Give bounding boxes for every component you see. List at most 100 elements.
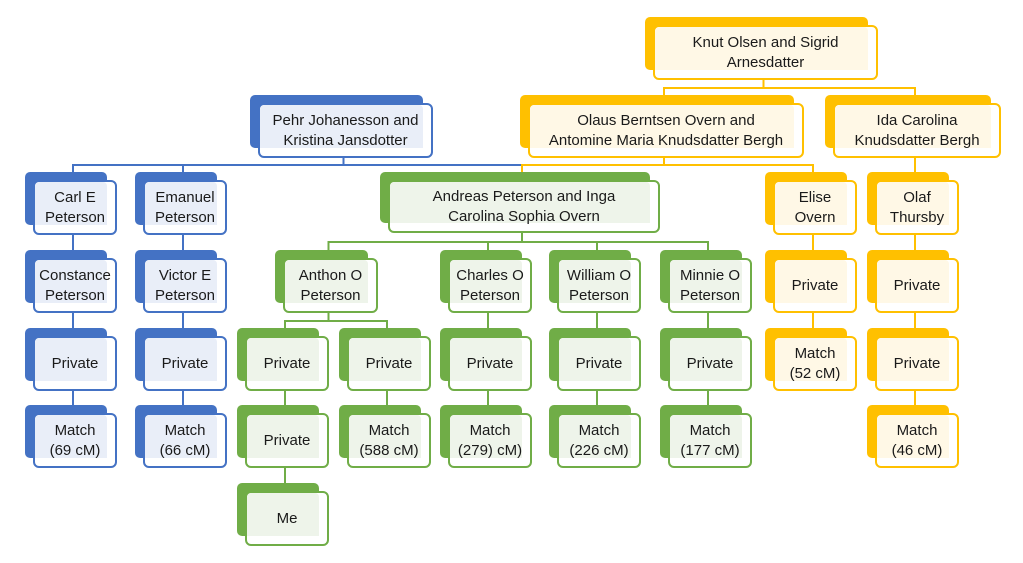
person-node-charles[interactable]: Charles O Peterson: [440, 250, 532, 313]
node-label: Me: [276, 509, 298, 527]
node-tint: [835, 105, 991, 148]
node-box: Private: [143, 336, 227, 391]
person-node-victor-p1[interactable]: Private: [135, 328, 227, 391]
node-tint: [145, 260, 217, 303]
person-node-olaf-match[interactable]: Match (46 cM): [867, 405, 959, 468]
node-tint: [35, 260, 107, 303]
node-label: William O Peterson: [566, 266, 632, 304]
person-node-olaf-p2[interactable]: Private: [867, 328, 959, 391]
node-tint: [450, 415, 522, 458]
person-node-victor[interactable]: Victor E Peterson: [135, 250, 227, 313]
person-node-william[interactable]: William O Peterson: [549, 250, 641, 313]
person-node-me[interactable]: Me: [237, 483, 329, 546]
node-box: Private: [557, 336, 641, 391]
node-label: Private: [686, 354, 734, 372]
node-label: Private: [893, 276, 941, 294]
person-node-andreas[interactable]: Andreas Peterson and Inga Carolina Sophi…: [380, 172, 660, 233]
node-label: Knut Olsen and Sigrid Arnesdatter: [692, 33, 839, 71]
node-tint: [877, 182, 949, 225]
person-node-william-p1[interactable]: Private: [549, 328, 641, 391]
node-label: Private: [263, 431, 311, 449]
person-node-elise-p1[interactable]: Private: [765, 250, 857, 313]
connector-pehr-emanuel: [182, 158, 345, 172]
node-tint: [775, 260, 847, 303]
connector-olaus-elise: [663, 158, 814, 172]
node-tint: [655, 27, 868, 70]
person-node-victor-match[interactable]: Match (66 cM): [135, 405, 227, 468]
node-label: Match (52 cM): [789, 344, 841, 382]
person-node-charles-p1[interactable]: Private: [440, 328, 532, 391]
person-node-knut[interactable]: Knut Olsen and Sigrid Arnesdatter: [645, 17, 878, 80]
person-node-constance[interactable]: Constance Peterson: [25, 250, 117, 313]
node-label: Carl E Peterson: [44, 188, 106, 226]
node-tint: [775, 182, 847, 225]
person-node-william-match[interactable]: Match (226 cM): [549, 405, 641, 468]
person-node-carl[interactable]: Carl E Peterson: [25, 172, 117, 235]
node-box: Andreas Peterson and Inga Carolina Sophi…: [388, 180, 660, 233]
node-box: Match (226 cM): [557, 413, 641, 468]
node-box: Private: [668, 336, 752, 391]
person-node-anthon-match[interactable]: Match (588 cM): [339, 405, 431, 468]
node-label: Elise Overn: [794, 188, 836, 226]
node-label: Private: [51, 354, 99, 372]
node-box: Match (52 cM): [773, 336, 857, 391]
connector-knut-ida: [762, 80, 916, 95]
node-box: Olaus Berntsen Overn and Antomine Maria …: [528, 103, 804, 158]
node-box: Victor E Peterson: [143, 258, 227, 313]
person-node-olaf-p1[interactable]: Private: [867, 250, 959, 313]
node-box: Match (46 cM): [875, 413, 959, 468]
node-tint: [35, 415, 107, 458]
node-tint: [145, 338, 217, 381]
node-tint: [145, 182, 217, 225]
person-node-minnie-match[interactable]: Match (177 cM): [660, 405, 752, 468]
person-node-ida[interactable]: Ida Carolina Knudsdatter Bergh: [825, 95, 1001, 158]
node-box: Charles O Peterson: [448, 258, 532, 313]
person-node-charles-match[interactable]: Match (279) cM): [440, 405, 532, 468]
person-node-olaf[interactable]: Olaf Thursby: [867, 172, 959, 235]
person-node-elise[interactable]: Elise Overn: [765, 172, 857, 235]
person-node-pehr[interactable]: Pehr Johanesson and Kristina Jansdotter: [250, 95, 433, 158]
node-box: Elise Overn: [773, 180, 857, 235]
node-tint: [349, 415, 421, 458]
node-tint: [349, 338, 421, 381]
node-box: Match (588 cM): [347, 413, 431, 468]
person-node-carl-p1[interactable]: Private: [25, 328, 117, 391]
node-label: Emanuel Peterson: [154, 188, 216, 226]
node-label: Anthon O Peterson: [298, 266, 363, 304]
node-label: Constance Peterson: [39, 266, 111, 304]
node-box: Private: [773, 258, 857, 313]
node-tint: [285, 260, 368, 303]
node-box: Pehr Johanesson and Kristina Jansdotter: [258, 103, 433, 158]
node-box: Private: [245, 413, 329, 468]
node-box: Emanuel Peterson: [143, 180, 227, 235]
person-node-emanuel[interactable]: Emanuel Peterson: [135, 172, 227, 235]
person-node-anthon-p1-child[interactable]: Private: [237, 405, 329, 468]
node-label: Private: [791, 276, 839, 294]
node-box: Knut Olsen and Sigrid Arnesdatter: [653, 25, 878, 80]
node-box: Private: [347, 336, 431, 391]
node-box: Private: [448, 336, 532, 391]
person-node-anthon-p1[interactable]: Private: [237, 328, 329, 391]
node-tint: [670, 415, 742, 458]
node-tint: [670, 338, 742, 381]
node-box: Anthon O Peterson: [283, 258, 378, 313]
node-label: Private: [575, 354, 623, 372]
node-tint: [35, 182, 107, 225]
node-tint: [450, 260, 522, 303]
node-box: Private: [875, 258, 959, 313]
connector-anthon-anthon_p2: [327, 313, 388, 328]
person-node-anthon-p2[interactable]: Private: [339, 328, 431, 391]
node-tint: [260, 105, 423, 148]
person-node-anthon[interactable]: Anthon O Peterson: [275, 250, 378, 313]
person-node-olaus[interactable]: Olaus Berntsen Overn and Antomine Maria …: [520, 95, 804, 158]
person-node-minnie-p1[interactable]: Private: [660, 328, 752, 391]
node-box: William O Peterson: [557, 258, 641, 313]
node-box: Match (69 cM): [33, 413, 117, 468]
person-node-minnie[interactable]: Minnie O Peterson: [660, 250, 752, 313]
connector-andreas-charles: [487, 233, 523, 250]
node-label: Minnie O Peterson: [679, 266, 741, 304]
person-node-carl-match[interactable]: Match (69 cM): [25, 405, 117, 468]
person-node-elise-match[interactable]: Match (52 cM): [765, 328, 857, 391]
node-label: Private: [893, 354, 941, 372]
